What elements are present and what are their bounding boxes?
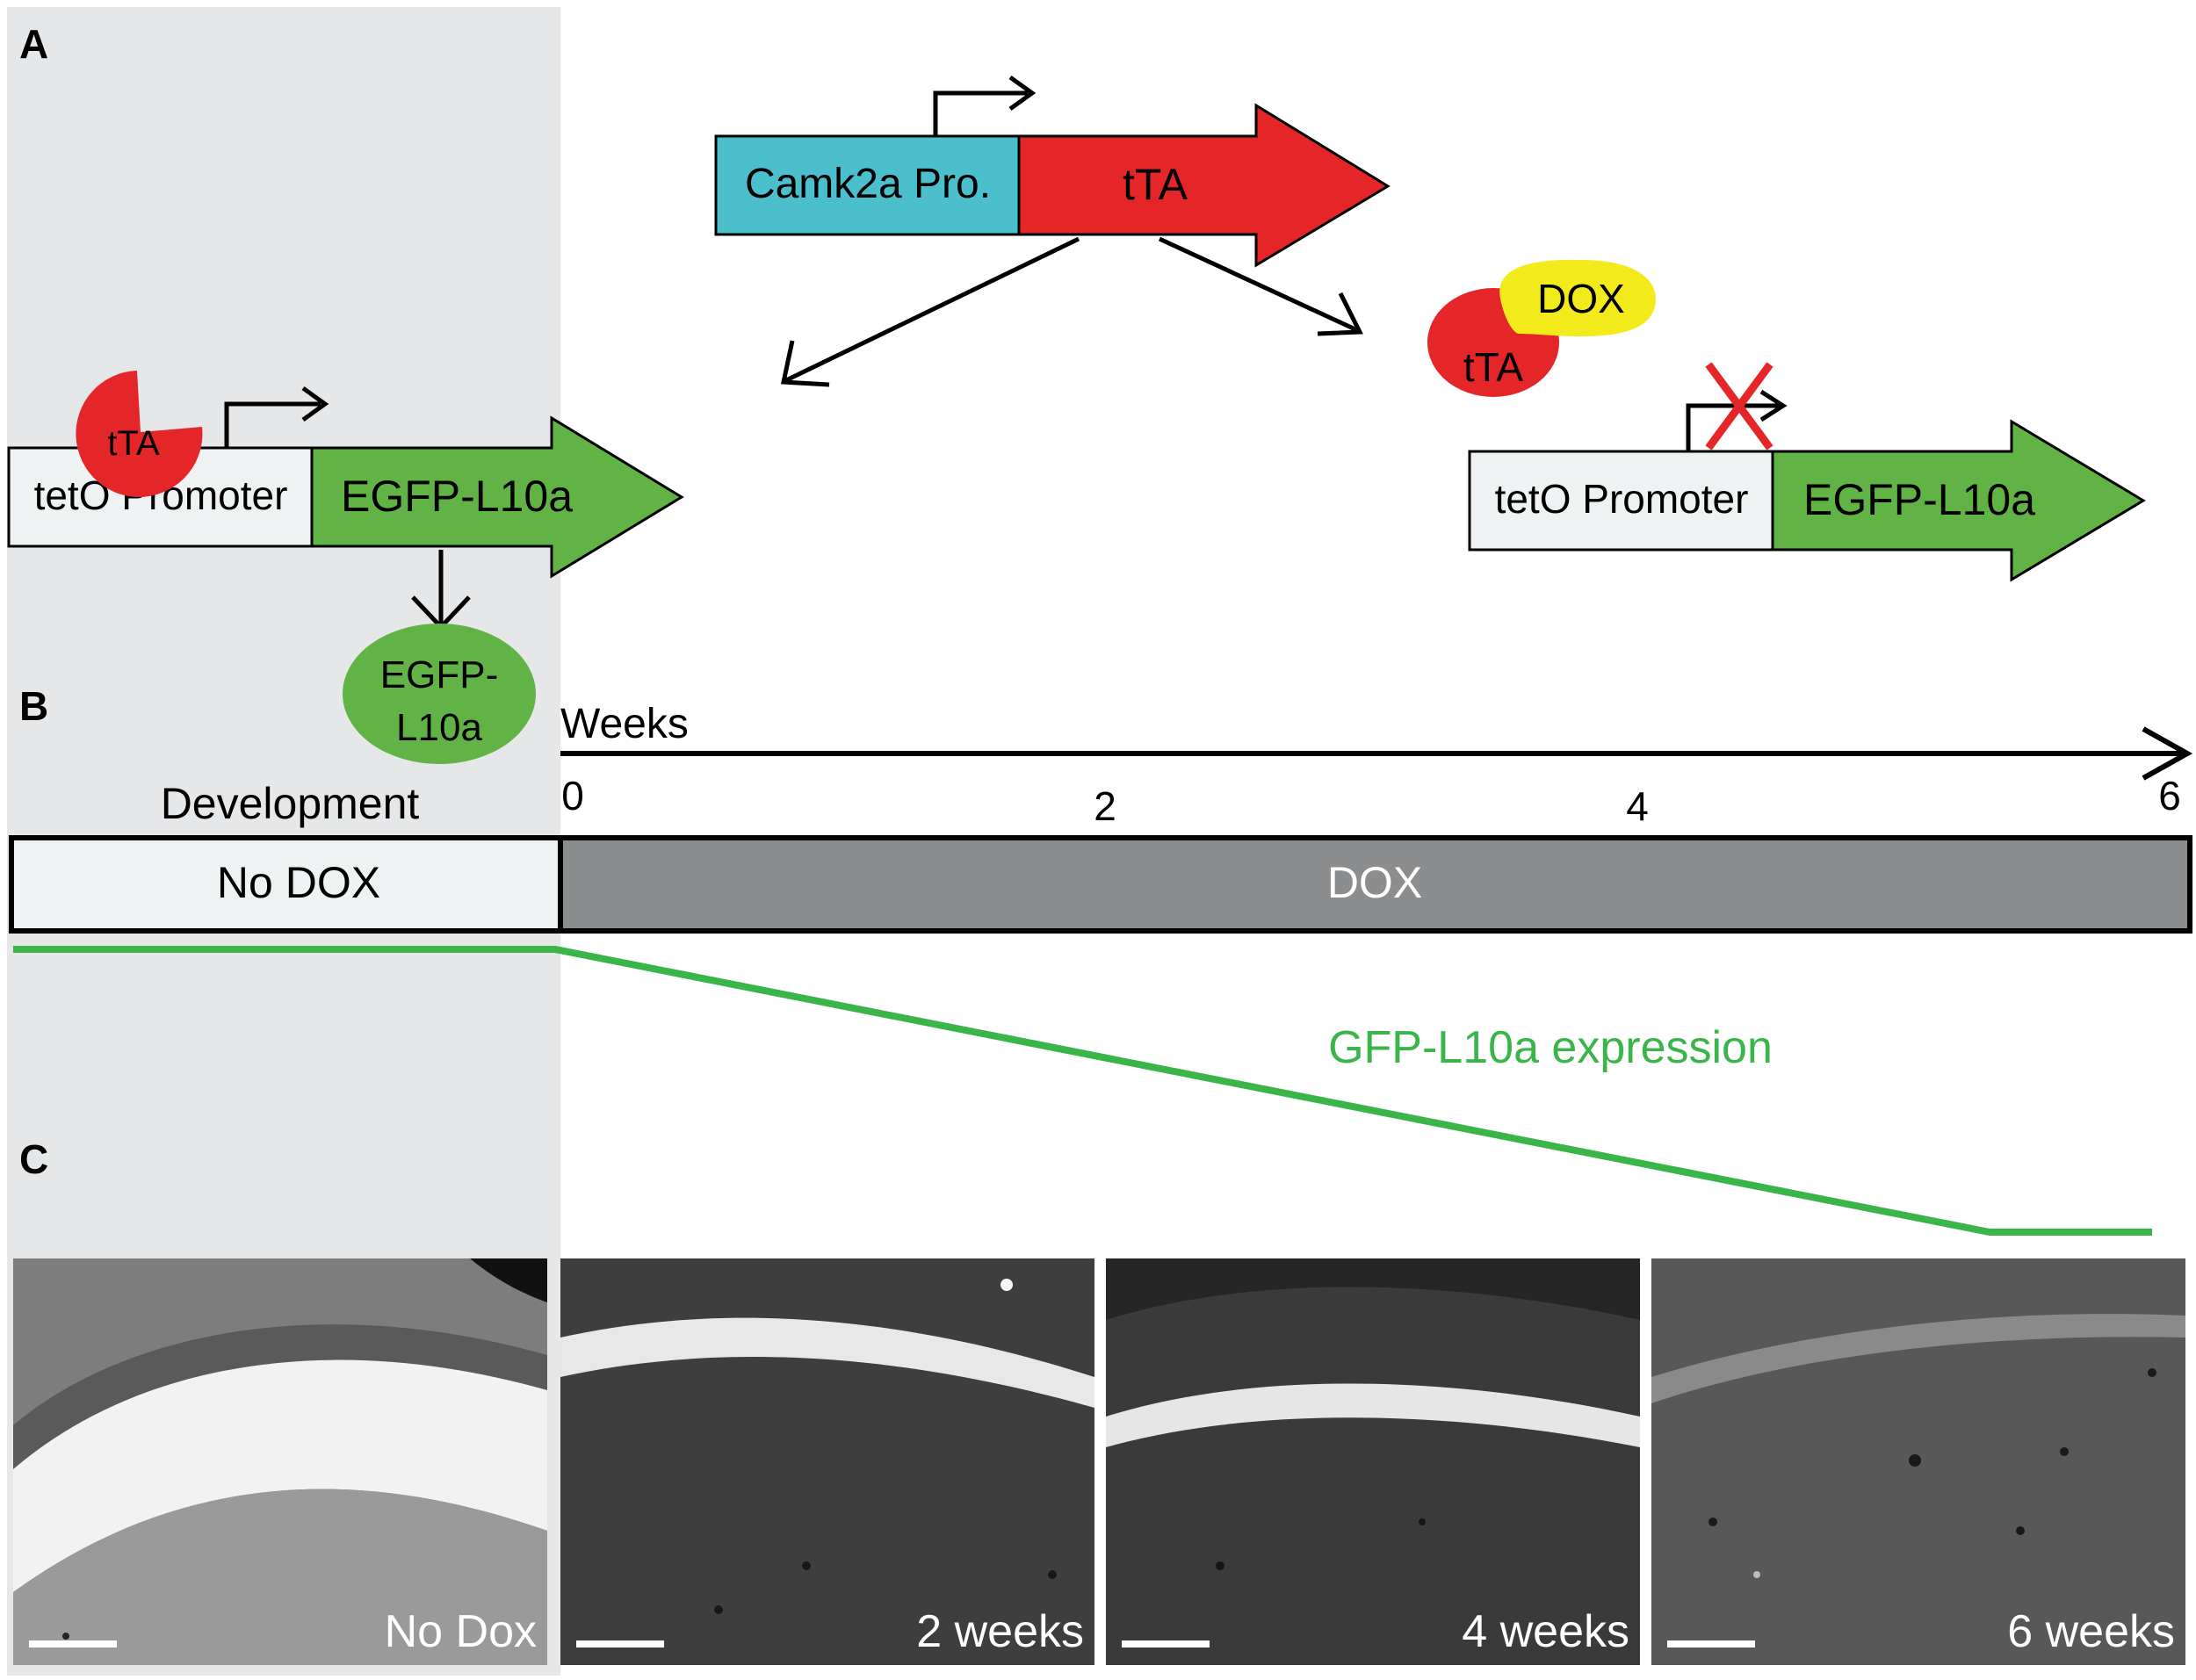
camk2a-tss-arrowhead xyxy=(1008,75,1037,112)
right-teto-promoter-label: tetO Promoter xyxy=(1495,476,1749,522)
panel-label-c: C xyxy=(19,1136,48,1182)
tta-gene-arrow xyxy=(1017,103,1391,268)
right-egfp-gene-arrow xyxy=(1771,419,2146,582)
egfp-product-label-2: L10a xyxy=(396,706,482,749)
micrograph-label: 4 weeks xyxy=(1462,1606,1629,1657)
right-tss-arrowhead xyxy=(1759,389,1788,422)
micrograph-label: No Dox xyxy=(384,1606,537,1657)
right-egfp-gene-label: EGFP-L10a xyxy=(1803,475,2035,524)
timeline: Weeks 0 2 4 6 Development No DOX DOX GFP… xyxy=(9,701,2193,1236)
right-tss-arrow xyxy=(1686,403,1779,451)
dox-bar xyxy=(558,835,2192,934)
construct-left-active: tetO Promoter EGFP-L10a tTA EGFP- L10a xyxy=(7,371,684,764)
left-tss-arrowhead xyxy=(301,386,329,422)
right-tta-label: tTA xyxy=(1463,344,1523,390)
egfp-product-oval xyxy=(343,624,536,764)
camk2a-promoter-label: Camk2a Pro. xyxy=(745,161,991,207)
right-teto-promoter-box xyxy=(1468,450,1774,552)
camk2a-promoter-box xyxy=(714,134,1021,236)
micrograph-no-dox-image xyxy=(13,1258,547,1665)
no-dox-bar xyxy=(9,835,563,934)
micrograph-label: 2 weeks xyxy=(916,1606,1084,1657)
camk2a-tss-arrow xyxy=(933,90,1028,136)
micrograph-2-weeks-image xyxy=(560,1258,1094,1665)
scale-bar xyxy=(576,1640,664,1648)
right-dox-label: DOX xyxy=(1537,276,1625,321)
left-egfp-gene-label: EGFP-L10a xyxy=(341,472,573,521)
micrograph-4-weeks: 4 weeks xyxy=(1106,1258,1640,1665)
expression-label: GFP-L10a expression xyxy=(1328,1022,1773,1073)
divergence-arrows xyxy=(780,236,1363,387)
dox-label: DOX xyxy=(1327,858,1422,907)
left-bound-tta-shape xyxy=(76,371,203,497)
scale-bar xyxy=(1667,1640,1755,1648)
egfp-product-label-1: EGFP- xyxy=(380,653,498,696)
weeks-axis-arrowhead xyxy=(2142,726,2193,781)
expression-line xyxy=(13,946,2152,1236)
arrow-to-right-head xyxy=(1317,292,1363,336)
tick-label-0: 0 xyxy=(561,773,584,818)
scale-bar xyxy=(29,1640,117,1648)
left-egfp-gene-arrow xyxy=(310,415,684,579)
micrograph-6-weeks-image xyxy=(1651,1258,2185,1665)
weeks-axis-label: Weeks xyxy=(560,701,689,747)
tick-label-6: 6 xyxy=(2158,773,2181,818)
tta-gene-label: tTA xyxy=(1123,160,1188,209)
left-tss-arrow xyxy=(224,401,321,448)
arrow-to-left xyxy=(784,236,1080,383)
left-bound-tta-label: tTA xyxy=(107,424,160,463)
panel-label-b: B xyxy=(19,683,48,729)
panel-label-a: A xyxy=(19,21,48,67)
micrograph-label: 6 weeks xyxy=(2007,1606,2175,1657)
tick-label-4: 4 xyxy=(1626,783,1649,829)
block-x-stroke-2 xyxy=(1705,362,1773,451)
scale-bar xyxy=(1122,1640,1210,1648)
micrograph-2-weeks: 2 weeks xyxy=(560,1258,1094,1665)
construct-right-blocked: DOX tTA tetO Promoter EGFP-L10a xyxy=(1427,259,2146,582)
micrograph-6-weeks: 6 weeks xyxy=(1651,1258,2185,1665)
micrograph-no-dox: No Dox xyxy=(13,1258,547,1665)
construct-camk2a-tta: Camk2a Pro. tTA xyxy=(714,75,1391,268)
right-dox-blob xyxy=(1499,259,1656,336)
no-dox-label: No DOX xyxy=(217,858,380,907)
arrow-to-right xyxy=(1158,236,1359,333)
arrow-to-left-head xyxy=(780,340,830,387)
micrograph-4-weeks-image xyxy=(1106,1258,1640,1665)
development-label: Development xyxy=(161,779,420,828)
tick-label-2: 2 xyxy=(1094,783,1116,829)
